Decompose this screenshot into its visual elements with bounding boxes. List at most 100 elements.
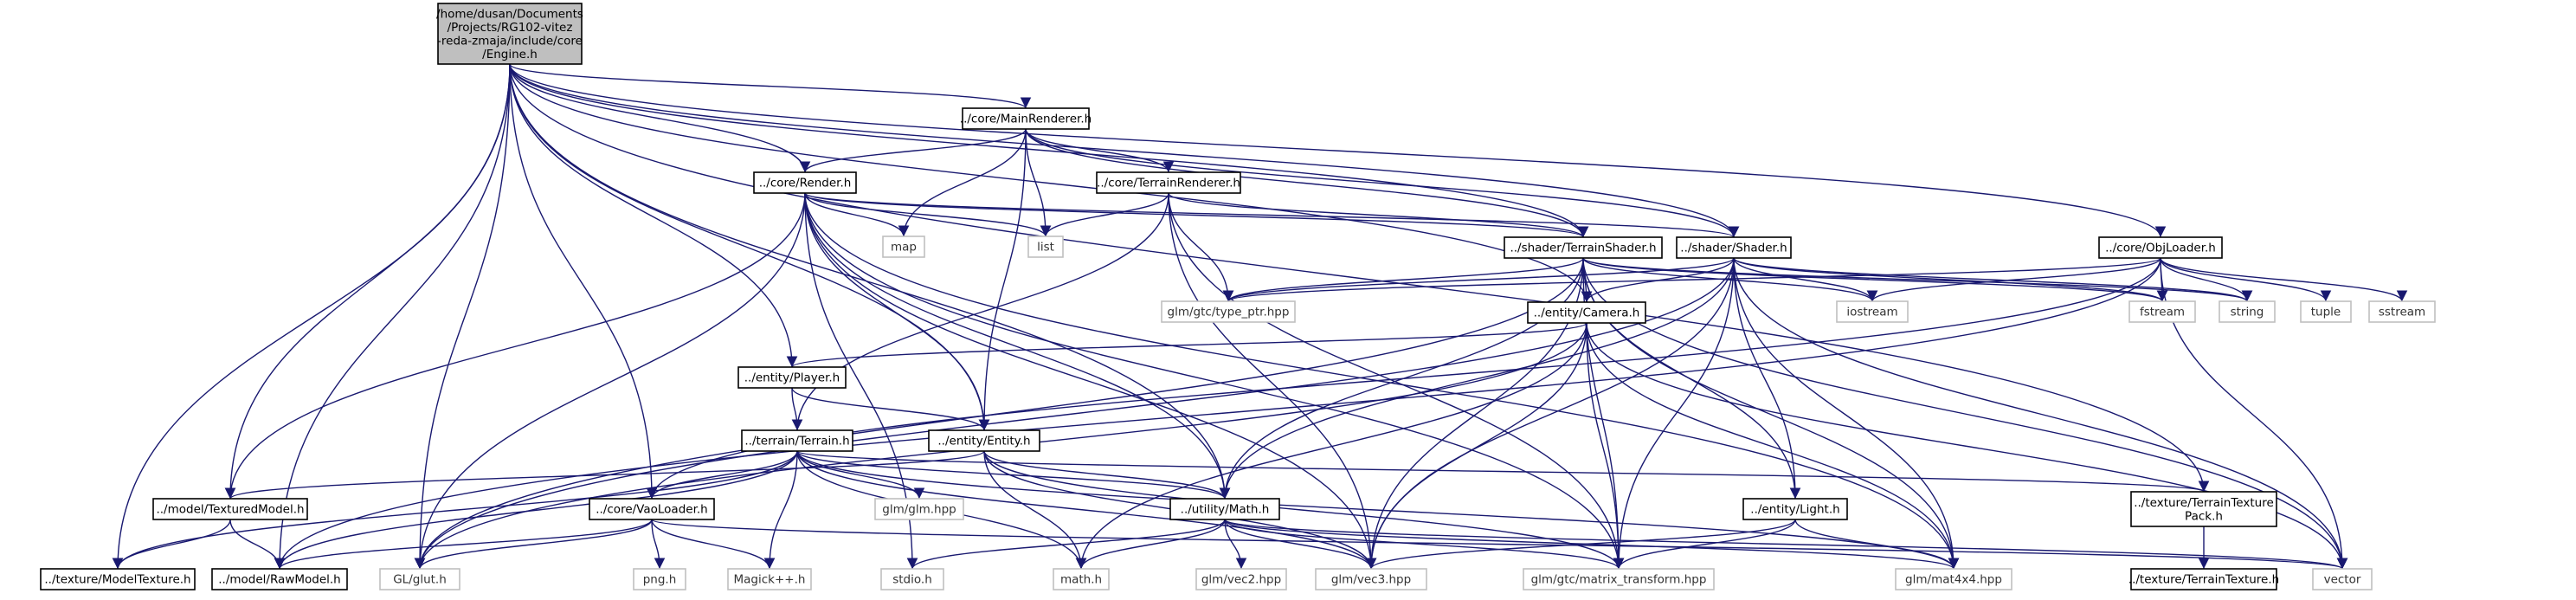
edge-engine-to-mainrenderer: [509, 63, 1032, 109]
node-label: glm/gtc/type_ptr.hpp: [1168, 306, 1290, 319]
node-stdio: stdio.h: [880, 568, 944, 590]
node-shader[interactable]: ../shader/Shader.h: [1676, 236, 1792, 259]
edge-math-to-vector: [1224, 519, 2347, 570]
node-mainrenderer[interactable]: ../core/MainRenderer.h: [960, 107, 1092, 130]
node-box: [1053, 568, 1110, 590]
edge-engine-to-modeltexture: [112, 63, 511, 570]
node-texturedmodel[interactable]: ../model/TexturedModel.h: [152, 498, 308, 520]
edge-terrain-to-terraintexturepack: [796, 450, 2209, 493]
node-label: math.h: [1060, 573, 1102, 587]
node-box: [928, 429, 1040, 452]
node-box: [2130, 568, 2277, 590]
edge-render-to-texturedmodel: [224, 192, 806, 500]
node-box: [1895, 568, 2012, 590]
node-map: map: [882, 235, 925, 258]
edge-camera-to-vec3: [1365, 322, 1587, 570]
edge-engine-to-camera: [509, 63, 1593, 303]
edge-terrain-to-vec3: [796, 450, 1377, 570]
edge-camera-to-vector: [1586, 322, 2348, 570]
node-box: [962, 107, 1090, 130]
node-light[interactable]: ../entity/Light.h: [1742, 498, 1848, 520]
edge-math-to-mattransform: [1224, 519, 1625, 570]
node-terrainrenderer[interactable]: ../core/TerrainRenderer.h: [1096, 171, 1241, 194]
edge-engine-to-objloader: [509, 63, 2167, 238]
node-objloader[interactable]: ../core/ObjLoader.h: [2098, 236, 2223, 259]
node-terrain[interactable]: ../terrain/Terrain.h: [741, 429, 853, 452]
node-vaoloader[interactable]: ../core/VaoLoader.h: [589, 498, 715, 520]
node-modeltexture[interactable]: ../texture/ModelTexture.h: [40, 568, 196, 590]
edge-vaoloader-to-magick: [651, 519, 776, 570]
node-box: [1504, 236, 1663, 259]
node-label: -reda-zmaja/include/core: [437, 34, 583, 48]
edge-math-to-vec2: [1224, 519, 1247, 570]
edge-engine-to-terraintexturepack: [509, 63, 2210, 493]
node-label: stdio.h: [892, 573, 932, 587]
node-glut: GL/glut.h: [379, 568, 460, 590]
edge-shader-to-string: [1733, 257, 2252, 302]
edge-mainrenderer-to-entity: [978, 128, 1027, 431]
node-label: ../texture/ModelTexture.h: [44, 573, 190, 587]
edge-objloader-to-sstream: [2160, 257, 2408, 302]
node-magick: Magick++.h: [727, 568, 812, 590]
node-camera[interactable]: ../entity/Camera.h: [1527, 301, 1646, 324]
node-box: [741, 429, 853, 452]
node-terraintexture[interactable]: ../texture/TerrainTexture.h: [2128, 568, 2279, 590]
node-typeptr: glm/gtc/type_ptr.hpp: [1161, 300, 1296, 323]
node-render[interactable]: ../core/Render.h: [753, 171, 857, 194]
node-vector: vector: [2312, 568, 2373, 590]
edge-vaoloader-to-vector: [651, 519, 2347, 570]
node-engine[interactable]: /home/dusan/Documents/Projects/RG102-vit…: [436, 3, 583, 65]
edge-mainrenderer-to-shader: [1025, 128, 1740, 238]
node-list: list: [1027, 235, 1064, 258]
edge-terrainrenderer-to-vec3: [1168, 192, 1377, 570]
edge-player-to-terrain: [791, 387, 803, 431]
edge-camera-to-mat4x4: [1586, 322, 1960, 570]
node-label: ../shader/TerrainShader.h: [1510, 242, 1656, 255]
edge-shader-to-mat4x4: [1733, 257, 1960, 570]
node-label: map: [891, 241, 917, 255]
edge-shader-to-light: [1733, 257, 1801, 500]
node-terrainshader[interactable]: ../shader/TerrainShader.h: [1504, 236, 1663, 259]
edge-vaoloader-to-rawmodel: [274, 519, 653, 570]
node-label: iostream: [1846, 306, 1897, 319]
edge-terrainrenderer-to-mattransform: [1168, 192, 1625, 570]
edge-shader-to-glut: [414, 257, 1735, 570]
node-math[interactable]: ../utility/Math.h: [1169, 498, 1280, 520]
node-mat4x4: glm/mat4x4.hpp: [1895, 568, 2012, 590]
node-label: glm/glm.hpp: [882, 503, 956, 517]
node-box: [1742, 498, 1848, 520]
node-rawmodel[interactable]: ../model/RawModel.h: [211, 568, 348, 590]
node-entity[interactable]: ../entity/Entity.h: [928, 429, 1040, 452]
edge-terrainrenderer-to-list: [1040, 192, 1169, 237]
edge-render-to-entity: [804, 192, 990, 431]
node-label: list: [1037, 241, 1054, 255]
edge-shader-to-math: [1219, 257, 1735, 500]
node-sstream: sstream: [2368, 300, 2436, 323]
edge-render-to-map: [804, 192, 910, 237]
node-label: glm/gtc/matrix_transform.hpp: [1531, 573, 1707, 587]
node-label: ../shader/Shader.h: [1680, 242, 1787, 255]
node-label: glm/vec3.hpp: [1331, 573, 1411, 587]
node-box: [1096, 171, 1241, 194]
edge-vaoloader-to-pngh: [651, 519, 666, 570]
node-box: [1027, 235, 1064, 258]
node-label: ../core/Render.h: [759, 177, 852, 190]
node-box: [727, 568, 812, 590]
node-box: [874, 498, 964, 520]
edge-entity-to-texturedmodel: [225, 450, 985, 500]
node-box: [211, 568, 348, 590]
edge-entity-to-mathh: [983, 450, 1087, 570]
edge-camera-to-mattransform: [1586, 322, 1625, 570]
node-glmhpp: glm/glm.hpp: [874, 498, 964, 520]
node-player[interactable]: ../entity/Player.h: [737, 366, 847, 389]
node-label: GL/glut.h: [393, 573, 447, 587]
node-label: ../texture/TerrainTexture.h: [2128, 573, 2279, 587]
node-label: ../core/TerrainRenderer.h: [1097, 177, 1240, 190]
node-label: ../utility/Math.h: [1181, 503, 1270, 517]
edge-light-to-mattransform: [1613, 519, 1796, 570]
node-label: ../entity/Light.h: [1750, 503, 1839, 517]
node-label: /Projects/RG102-vitez: [448, 21, 573, 35]
node-box: [1676, 236, 1792, 259]
edge-texturedmodel-to-modeltexture: [112, 519, 231, 570]
